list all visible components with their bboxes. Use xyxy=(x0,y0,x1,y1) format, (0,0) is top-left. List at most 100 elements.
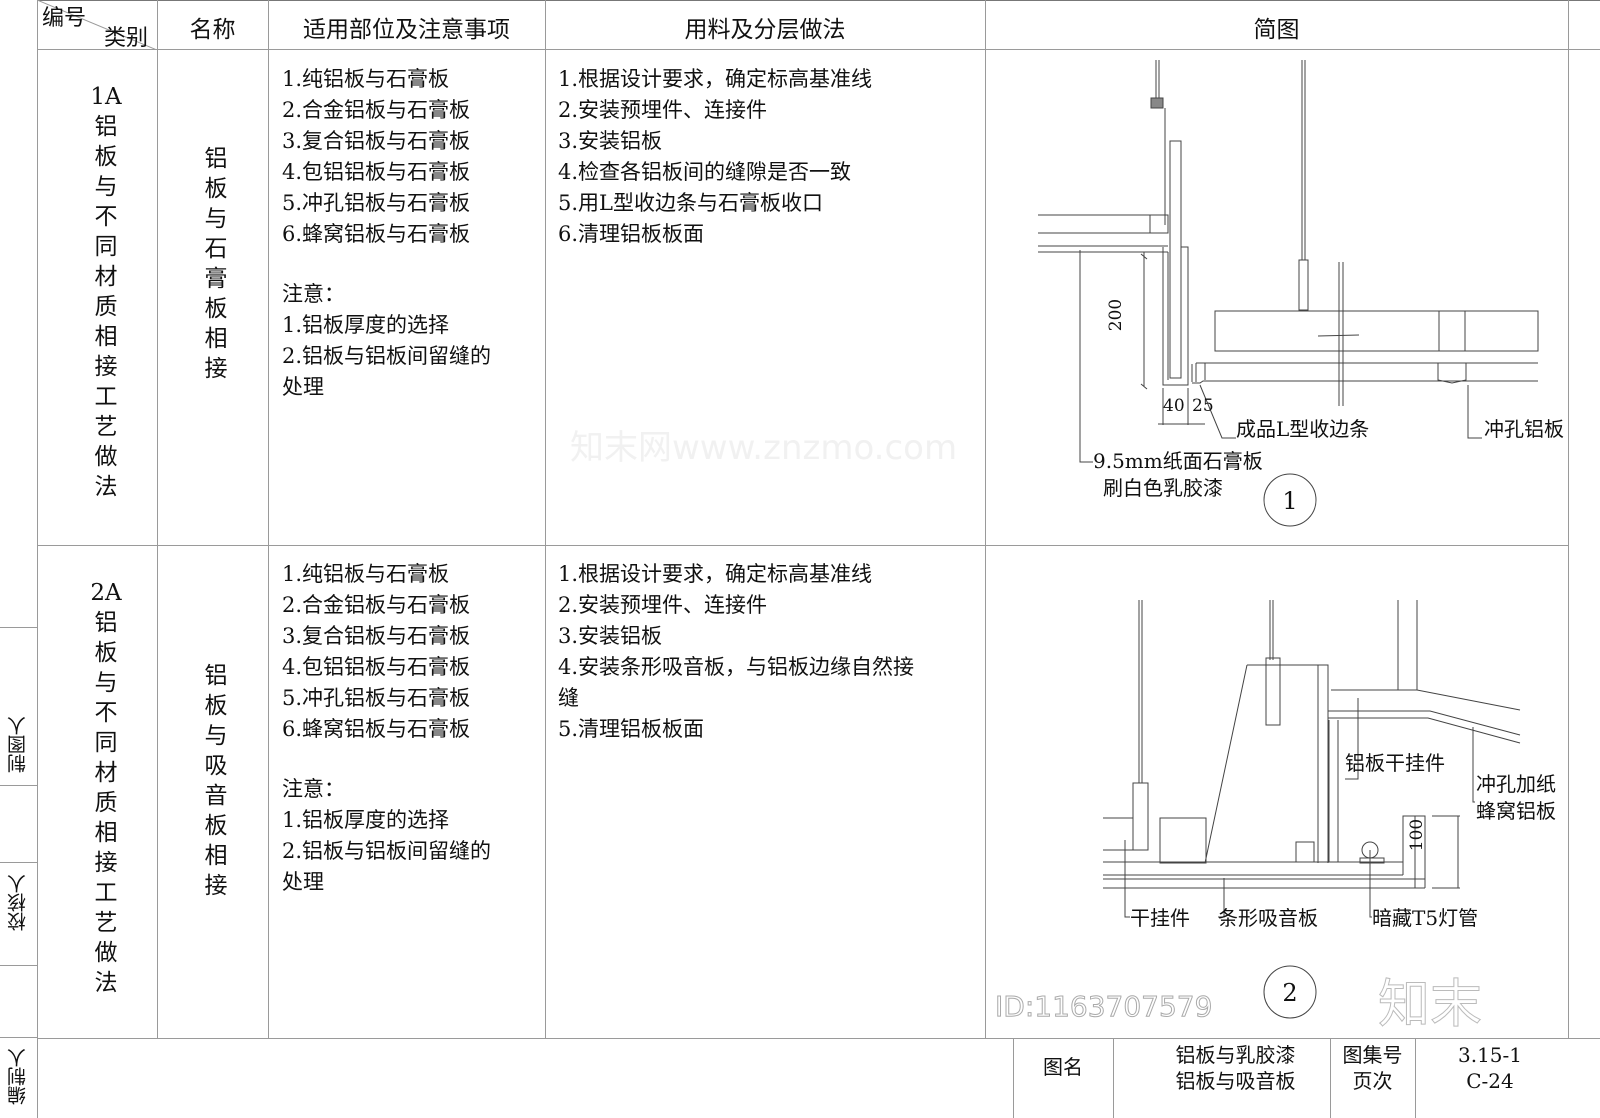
title-block-divider xyxy=(1415,1038,1416,1118)
header-diagram: 简图 xyxy=(1253,17,1300,43)
page-value: C-24 xyxy=(1466,1069,1514,1093)
side-divider xyxy=(0,965,37,966)
dim-40: 40 xyxy=(1163,396,1185,416)
row-code: 2A xyxy=(90,580,122,606)
column-divider xyxy=(157,0,158,1038)
row-category: 铝板与不同材质相接工艺做法 xyxy=(94,610,118,996)
compiler-label: 编制人 xyxy=(7,1048,29,1106)
header-diagonal xyxy=(37,0,157,50)
label-perforated: 冲孔铝板 xyxy=(1484,417,1564,441)
label-gypsum-1: 9.5mm纸面石膏板 xyxy=(1093,449,1263,473)
list-item: 5.用L型收边条与石膏板收口 xyxy=(558,191,823,215)
label-hanger: 干挂件 xyxy=(1130,906,1190,930)
column-divider xyxy=(985,0,986,1038)
list-item: 3.安装铝板 xyxy=(558,624,663,648)
column-divider xyxy=(1568,0,1569,1038)
label-honeycomb-2: 蜂窝铝板 xyxy=(1476,799,1556,823)
side-divider xyxy=(0,862,37,863)
list-item: 1.纯铝板与石膏板 xyxy=(282,562,450,586)
page-label: 页次 xyxy=(1352,1069,1393,1093)
list-item: 2.合金铝板与石膏板 xyxy=(282,98,471,122)
list-item: 处理 xyxy=(282,375,324,399)
column-divider xyxy=(268,0,269,1038)
list-item: 1.纯铝板与石膏板 xyxy=(282,67,450,91)
list-item: 2.合金铝板与石膏板 xyxy=(282,593,471,617)
watermark-site: 知末网www.znzmo.com xyxy=(570,428,958,468)
list-item: 2.铝板与铝板间留缝的 xyxy=(282,344,492,368)
usage-list: 1.纯铝板与石膏板 2.合金铝板与石膏板 3.复合铝板与石膏板 4.包铝铝板与石… xyxy=(282,559,470,745)
row-code: 1A xyxy=(90,84,122,110)
list-item: 3.复合铝板与石膏板 xyxy=(282,624,471,648)
diagram-1 xyxy=(1038,60,1539,527)
diagram-number-2: 2 xyxy=(1282,979,1297,1007)
list-item: 4.安装条形吸音板，与铝板边缘自然接 xyxy=(558,655,915,679)
atlas-number-label: 图集号 xyxy=(1342,1043,1403,1067)
list-item: 3.复合铝板与石膏板 xyxy=(282,129,471,153)
label-gypsum-2: 刷白色乳胶漆 xyxy=(1103,476,1223,500)
title-block-divider xyxy=(1113,1038,1114,1118)
diagram-number-1: 1 xyxy=(1282,487,1297,515)
list-item: 6.蜂窝铝板与石膏板 xyxy=(282,222,471,246)
row-name: 铝板与吸音板相接 xyxy=(204,663,228,899)
row-name: 铝板与石膏板相接 xyxy=(204,146,228,382)
list-item: 5.冲孔铝板与石膏板 xyxy=(282,191,471,215)
title-block-divider xyxy=(1330,1038,1331,1118)
watermark-id: ID:1163707579 xyxy=(994,990,1213,1024)
list-item: 1.根据设计要求，确定标高基准线 xyxy=(558,562,873,586)
list-item: 4.包铝铝板与石膏板 xyxy=(282,655,471,679)
drawing-name-label: 图名 xyxy=(1043,1055,1083,1079)
list-item: 6.清理铝板板面 xyxy=(558,222,705,246)
list-item: 处理 xyxy=(282,870,324,894)
checker-label: 校核人 xyxy=(7,874,29,932)
footer-divider xyxy=(37,1038,1600,1039)
header-usage: 适用部位及注意事项 xyxy=(303,17,510,43)
method-list: 1.根据设计要求，确定标高基准线 2.安装预埋件、连接件 3.安装铝板 4.检查… xyxy=(558,64,872,250)
row-divider xyxy=(37,545,1568,546)
list-item: 3.安装铝板 xyxy=(558,129,663,153)
list-item: 1.铝板厚度的选择 xyxy=(282,313,450,337)
usage-list: 1.纯铝板与石膏板 2.合金铝板与石膏板 3.复合铝板与石膏板 4.包铝铝板与石… xyxy=(282,64,470,250)
header-divider xyxy=(37,49,1600,50)
list-item: 缝 xyxy=(558,686,579,710)
list-item: 1.铝板厚度的选择 xyxy=(282,808,450,832)
list-item: 4.检查各铝板间的缝隙是否一致 xyxy=(558,160,852,184)
method-list: 1.根据设计要求，确定标高基准线 2.安装预埋件、连接件 3.安装铝板 4.安装… xyxy=(558,559,914,745)
dim-100: 100 xyxy=(1407,819,1427,851)
label-t5: 暗藏T5灯管 xyxy=(1372,906,1478,930)
list-item: 2.铝板与铝板间留缝的 xyxy=(282,839,492,863)
header-number: 编号 xyxy=(42,6,87,31)
column-divider xyxy=(37,0,38,1118)
notes-list: 注意： 1.铝板厚度的选择 2.铝板与铝板间留缝的 处理 xyxy=(282,279,491,403)
watermark-logo: 知末 xyxy=(1377,975,1483,1036)
row-category: 铝板与不同材质相接工艺做法 xyxy=(94,114,118,500)
header-name: 名称 xyxy=(189,17,236,43)
list-item: 5.冲孔铝板与石膏板 xyxy=(282,686,471,710)
dim-25: 25 xyxy=(1192,396,1214,416)
column-divider xyxy=(545,0,546,1038)
header-method: 用料及分层做法 xyxy=(684,17,846,43)
list-item: 2.安装预埋件、连接件 xyxy=(558,593,768,617)
label-acoustic: 条形吸音板 xyxy=(1218,906,1318,930)
side-divider xyxy=(0,785,37,786)
note-title: 注意： xyxy=(282,282,345,306)
diagram-2 xyxy=(1103,600,1521,1019)
label-bracket: 铝板干挂件 xyxy=(1345,751,1445,775)
list-item: 1.根据设计要求，确定标高基准线 xyxy=(558,67,873,91)
notes-list: 注意： 1.铝板厚度的选择 2.铝板与铝板间留缝的 处理 xyxy=(282,774,491,898)
dim-200: 200 xyxy=(1106,299,1126,331)
list-item: 2.安装预埋件、连接件 xyxy=(558,98,768,122)
list-item: 5.清理铝板板面 xyxy=(558,717,705,741)
atlas-number-value: 3.15-1 xyxy=(1457,1043,1522,1067)
drawing-name-line1: 铝板与乳胶漆 xyxy=(1175,1043,1296,1067)
drafter-label: 制图人 xyxy=(7,716,29,774)
label-honeycomb-1: 冲孔加纸 xyxy=(1476,772,1556,796)
drawing-name-line2: 铝板与吸音板 xyxy=(1175,1069,1296,1093)
list-item: 4.包铝铝板与石膏板 xyxy=(282,160,471,184)
list-item: 6.蜂窝铝板与石膏板 xyxy=(282,717,471,741)
side-divider xyxy=(0,627,37,628)
side-divider xyxy=(0,1037,37,1038)
header-category: 类别 xyxy=(104,26,149,51)
note-title: 注意： xyxy=(282,777,345,801)
title-block-divider xyxy=(1013,1038,1014,1118)
